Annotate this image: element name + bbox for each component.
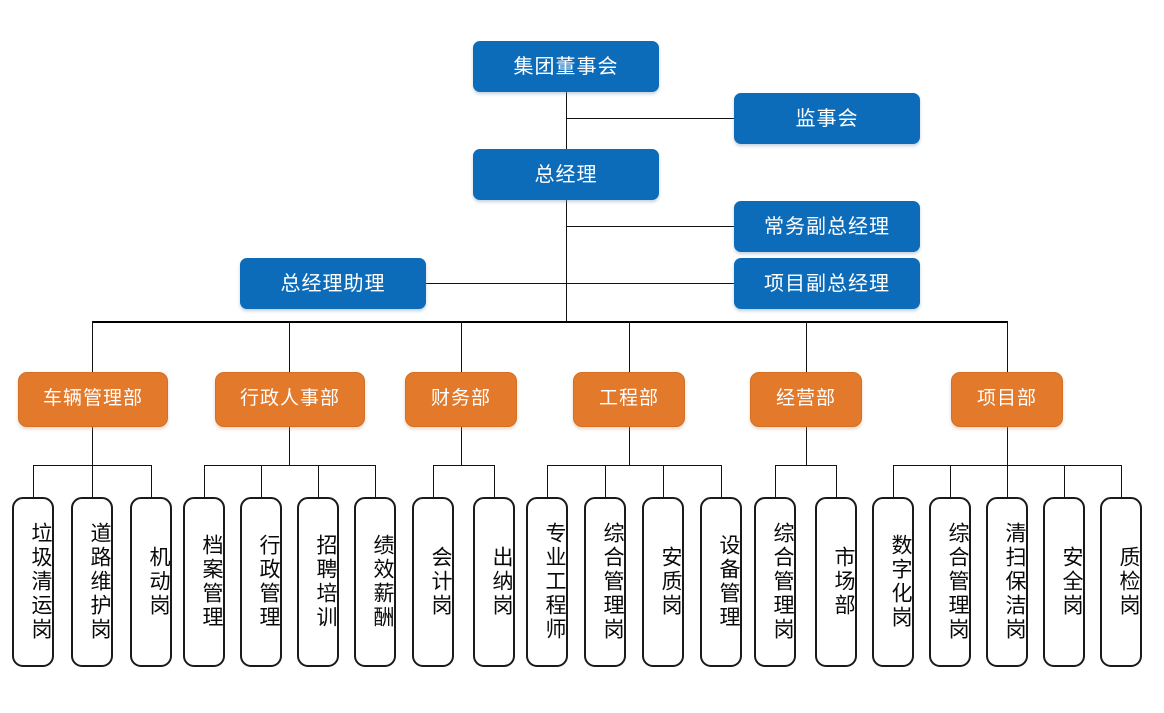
connector-dept4-stem [629, 427, 630, 465]
position-label: 机动岗 [147, 546, 171, 618]
connector-dept2-child2 [261, 465, 262, 497]
connector-dept6-child1 [893, 465, 894, 497]
connector-dept-6 [1007, 321, 1008, 372]
connector-dept2-bar [204, 465, 375, 466]
node-department-project[interactable]: 项目部 [951, 372, 1063, 427]
connector-dept3-stem [461, 427, 462, 465]
connector-dept5-stem [806, 427, 807, 465]
position-label: 专业工程师 [543, 522, 567, 642]
connector-dept1-child3 [151, 465, 152, 497]
node-position-garbage-removal[interactable]: 垃圾清运岗 [12, 497, 54, 667]
node-department-engineering[interactable]: 工程部 [573, 372, 685, 427]
connector-dept2-child4 [375, 465, 376, 497]
node-project-deputy-general-manager[interactable]: 项目副总经理 [734, 258, 920, 309]
node-supervisory-board[interactable]: 监事会 [734, 93, 920, 144]
connector-dept2-child1 [204, 465, 205, 497]
connector-dept4-child4 [721, 465, 722, 497]
node-position-cashier[interactable]: 出纳岗 [473, 497, 515, 667]
connector-dept1-child2 [92, 465, 93, 497]
position-label: 会计岗 [429, 546, 453, 618]
node-department-finance[interactable]: 财务部 [405, 372, 517, 427]
connector-dept4-child1 [547, 465, 548, 497]
connector-dept5-child2 [836, 465, 837, 497]
connector-dept-2 [289, 321, 290, 372]
node-position-recruitment-training[interactable]: 招聘培训 [297, 497, 339, 667]
connector-dept2-stem [289, 427, 290, 465]
connector-dept6-stem [1007, 427, 1008, 465]
connector-dept-5 [806, 321, 807, 372]
position-label: 综合管理岗 [771, 522, 795, 642]
node-position-administrative-management[interactable]: 行政管理 [240, 497, 282, 667]
connector-project-deputy [566, 283, 734, 284]
position-label: 数字化岗 [889, 534, 913, 630]
node-department-operations[interactable]: 经营部 [750, 372, 862, 427]
connector-supervisory [566, 118, 734, 119]
connector-dept6-child3 [1007, 465, 1008, 497]
connector-board-trunk [566, 91, 567, 151]
connector-gm-trunk [566, 199, 567, 322]
connector-dept3-bar [433, 465, 495, 466]
position-label: 垃圾清运岗 [29, 522, 53, 642]
department-bus-line [92, 321, 1008, 323]
node-department-vehicle-management[interactable]: 车辆管理部 [18, 372, 168, 427]
node-position-road-maintenance[interactable]: 道路维护岗 [71, 497, 113, 667]
position-label: 综合管理岗 [601, 522, 625, 642]
node-position-archive-management[interactable]: 档案管理 [183, 497, 225, 667]
connector-dept-1 [92, 321, 93, 372]
node-position-marketing[interactable]: 市场部 [815, 497, 857, 667]
node-executive-deputy-general-manager[interactable]: 常务副总经理 [734, 201, 920, 252]
position-label: 档案管理 [200, 534, 224, 630]
connector-dept1-child1 [33, 465, 34, 497]
position-label: 出纳岗 [490, 546, 514, 618]
connector-dept4-child2 [605, 465, 606, 497]
node-position-equipment-management[interactable]: 设备管理 [700, 497, 742, 667]
position-label: 行政管理 [257, 534, 281, 630]
position-label: 安全岗 [1060, 546, 1084, 618]
position-label: 综合管理岗 [946, 522, 970, 642]
connector-dept6-child5 [1121, 465, 1122, 497]
node-position-performance-compensation[interactable]: 绩效薪酬 [354, 497, 396, 667]
connector-dept5-child1 [775, 465, 776, 497]
node-position-operations-general-management[interactable]: 综合管理岗 [754, 497, 796, 667]
position-label: 清扫保洁岗 [1003, 522, 1027, 642]
node-general-manager[interactable]: 总经理 [473, 149, 659, 200]
node-board-of-directors[interactable]: 集团董事会 [473, 41, 659, 92]
connector-exec-deputy [566, 226, 734, 227]
node-department-administration-hr[interactable]: 行政人事部 [215, 372, 365, 427]
connector-dept4-bar [547, 465, 722, 466]
position-label: 市场部 [832, 546, 856, 618]
node-position-digitalization[interactable]: 数字化岗 [872, 497, 914, 667]
node-position-quality-inspection[interactable]: 质检岗 [1100, 497, 1142, 667]
node-position-safety-quality[interactable]: 安质岗 [642, 497, 684, 667]
connector-dept-3 [461, 321, 462, 372]
position-label: 绩效薪酬 [371, 534, 395, 630]
node-general-manager-assistant[interactable]: 总经理助理 [240, 258, 426, 309]
node-position-project-general-management[interactable]: 综合管理岗 [929, 497, 971, 667]
connector-dept4-child3 [663, 465, 664, 497]
position-label: 质检岗 [1117, 546, 1141, 618]
connector-dept5-bar [775, 465, 837, 466]
connector-dept6-child2 [950, 465, 951, 497]
position-label: 招聘培训 [314, 534, 338, 630]
node-position-engineering-general-management[interactable]: 综合管理岗 [584, 497, 626, 667]
node-position-cleaning-sanitation[interactable]: 清扫保洁岗 [986, 497, 1028, 667]
position-label: 安质岗 [659, 546, 683, 618]
position-label: 道路维护岗 [88, 522, 112, 642]
node-position-mobile-duty[interactable]: 机动岗 [130, 497, 172, 667]
position-label: 设备管理 [717, 534, 741, 630]
connector-dept-4 [629, 321, 630, 372]
connector-dept1-stem [92, 427, 93, 465]
connector-dept3-child2 [494, 465, 495, 497]
node-position-accounting[interactable]: 会计岗 [412, 497, 454, 667]
connector-dept3-child1 [433, 465, 434, 497]
node-position-safety[interactable]: 安全岗 [1043, 497, 1085, 667]
connector-dept6-child4 [1064, 465, 1065, 497]
connector-dept2-child3 [318, 465, 319, 497]
connector-gm-assistant [426, 283, 567, 284]
node-position-professional-engineer[interactable]: 专业工程师 [526, 497, 568, 667]
